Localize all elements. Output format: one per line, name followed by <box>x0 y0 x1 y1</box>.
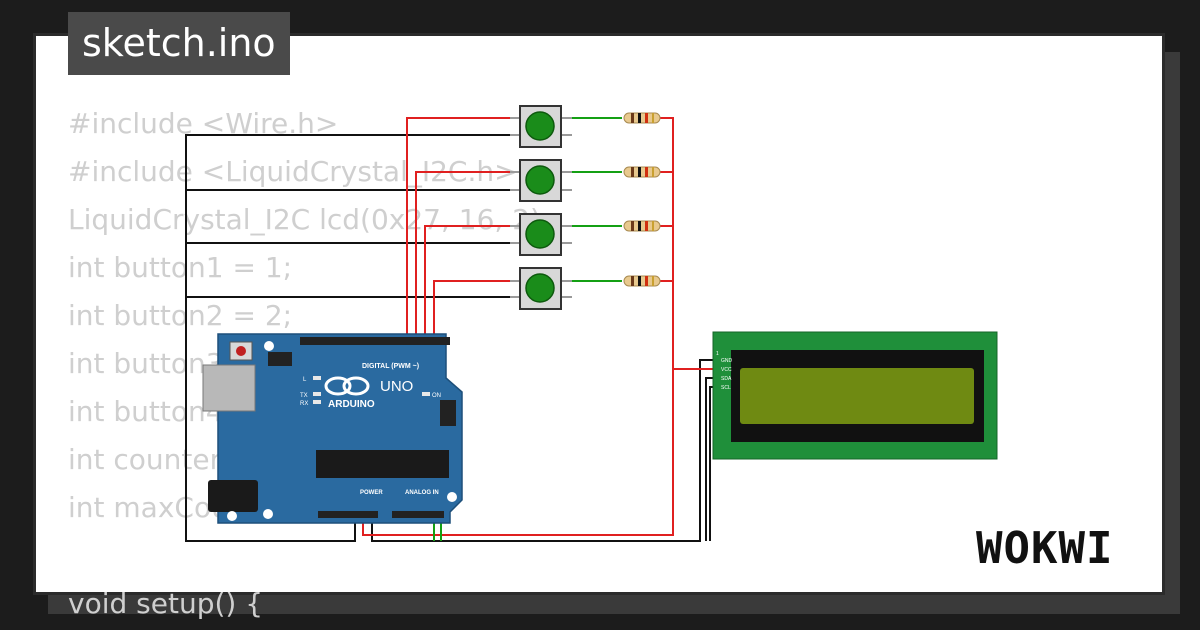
svg-text:1: 1 <box>716 351 719 357</box>
digital-pins-label: DIGITAL (PWM ~) <box>362 363 419 370</box>
analog-header <box>392 511 444 518</box>
pushbutton-3[interactable] <box>510 213 572 256</box>
wokwi-logo[interactable]: WOKWI <box>976 523 1114 574</box>
code-line: LiquidCrystal_I2C lcd(0x27, 16, 2); <box>68 203 551 236</box>
code-line: int button2 = 2; <box>68 299 293 332</box>
on-led-label: ON <box>432 393 441 399</box>
svg-text:SCL: SCL <box>721 385 731 391</box>
svg-text:L: L <box>303 377 307 383</box>
svg-text:VCC: VCC <box>721 367 732 373</box>
resistor-1[interactable] <box>623 112 661 124</box>
board-brand-label: ARDUINO <box>328 399 375 410</box>
svg-text:SDA: SDA <box>721 376 732 382</box>
usb-port <box>202 364 256 412</box>
microcontroller-chip <box>316 450 449 478</box>
arduino-uno-board[interactable]: DIGITAL (PWM ~) UNO ARDUINO ON L TX RX P… <box>202 333 463 524</box>
analog-label: ANALOG IN <box>405 490 439 496</box>
svg-text:TX: TX <box>300 393 308 399</box>
pushbutton-4[interactable] <box>510 267 572 310</box>
green-wires <box>433 117 622 541</box>
digital-header <box>300 337 450 345</box>
icsp-header-right <box>440 400 456 426</box>
sketch-filename-tab[interactable]: sketch.ino <box>68 12 290 75</box>
svg-text:RX: RX <box>300 401 308 407</box>
svg-text:GND: GND <box>721 358 733 364</box>
lcd-screen <box>740 368 974 424</box>
status-leds: L TX RX <box>300 376 430 407</box>
arduino-logo-icon <box>324 376 370 396</box>
lcd1602-i2c[interactable]: 1 GND VCC SDA SCL <box>712 331 998 460</box>
power-header <box>318 511 378 518</box>
resistor-2[interactable] <box>623 166 661 178</box>
ground-wires <box>185 134 716 542</box>
lcd-pins: 1 GND VCC SDA SCL <box>716 351 733 391</box>
power-jack <box>208 480 258 512</box>
code-line: int button1 = 1; <box>68 251 293 284</box>
power-label: POWER <box>360 490 383 496</box>
signal-wires <box>362 117 716 536</box>
board-model-label: UNO <box>380 378 413 395</box>
resistor-3[interactable] <box>623 220 661 232</box>
pushbutton-1[interactable] <box>510 105 572 148</box>
code-line: void setup() { <box>68 587 264 620</box>
pushbutton-2[interactable] <box>510 159 572 202</box>
resistor-4[interactable] <box>623 275 661 287</box>
icsp-header <box>268 352 292 366</box>
